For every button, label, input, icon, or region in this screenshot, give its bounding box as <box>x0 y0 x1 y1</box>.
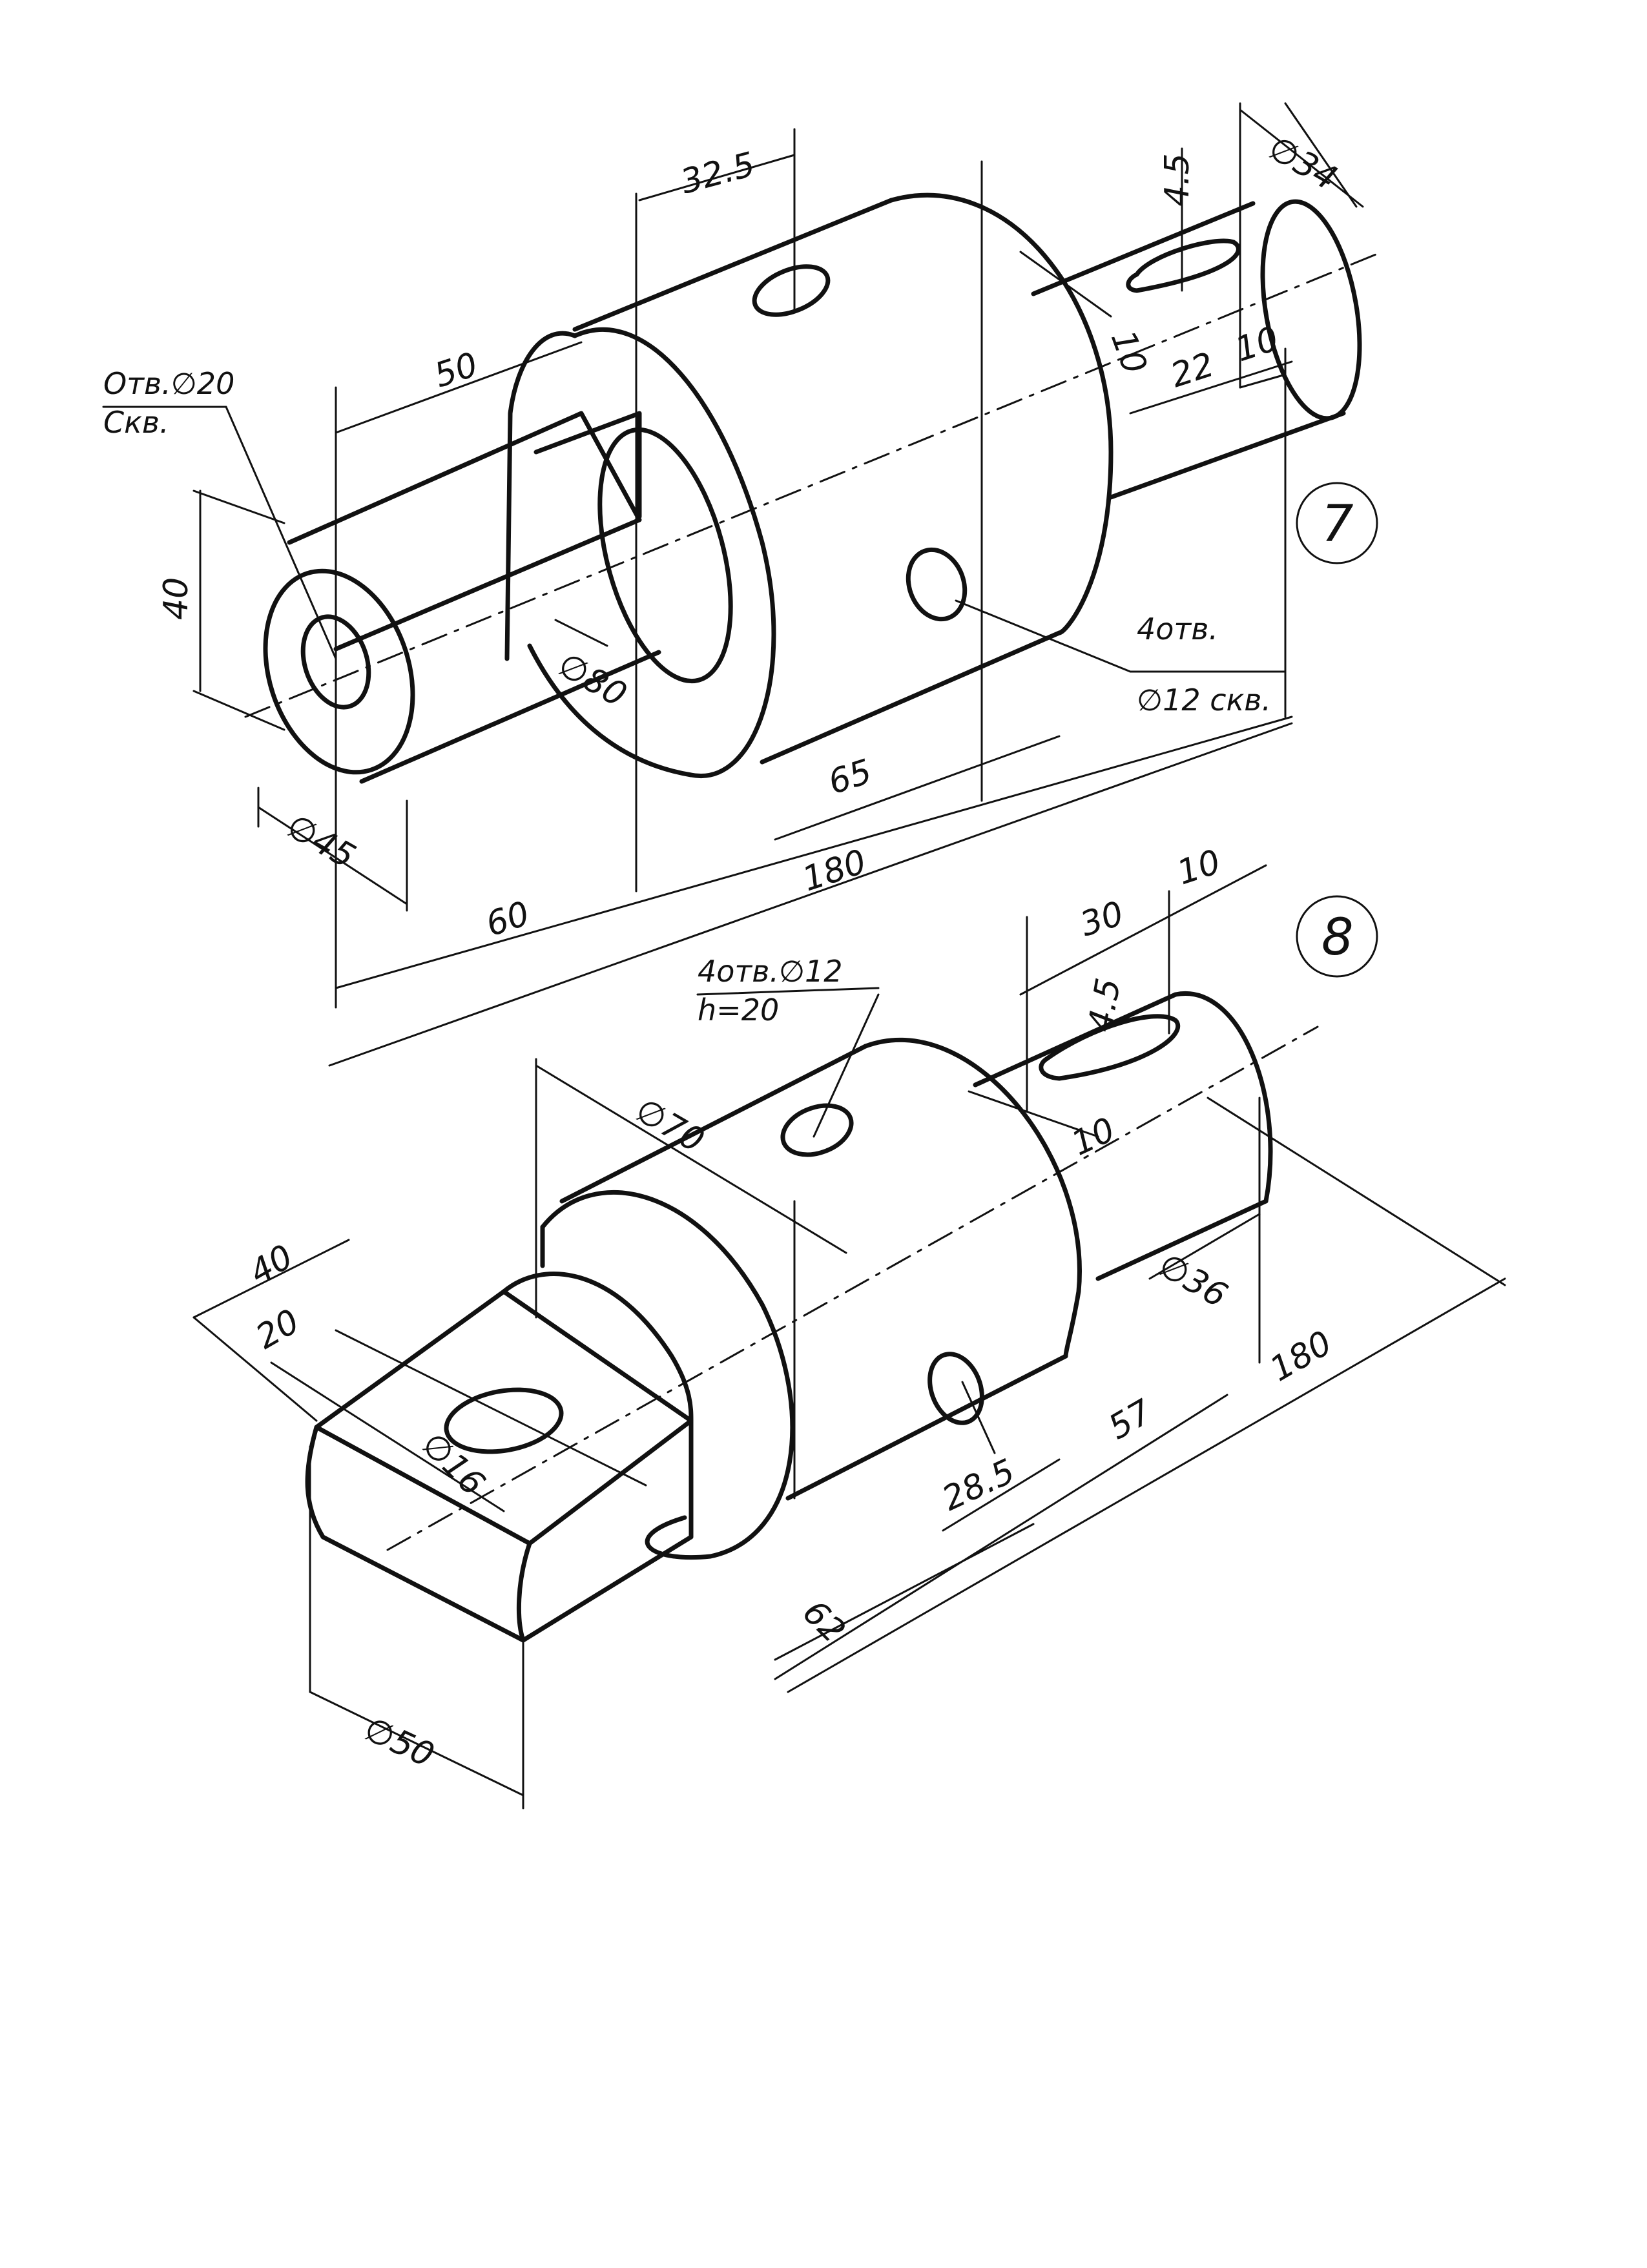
dim-34-7: ∅34 <box>1262 129 1344 198</box>
dim-20-8: 20 <box>250 1302 306 1357</box>
square-end-block-7 <box>263 411 661 784</box>
dim-60-7: 60 <box>481 894 533 945</box>
end-hole-7 <box>300 614 371 710</box>
hole-note-bottom-7: Скв. <box>103 405 169 440</box>
side-note-bottom-7: ∅12 скв. <box>1137 683 1271 717</box>
dim-40-8: 40 <box>243 1237 300 1292</box>
hole-note-top-7: Отв.∅20 <box>103 366 234 401</box>
flange-8 <box>540 1190 795 1560</box>
dim-16-8: ∅16 <box>414 1425 492 1503</box>
main-body-7 <box>572 192 1114 765</box>
drawing-number-circle-8 <box>1296 895 1378 978</box>
drawing-number-circle-7 <box>1296 482 1378 564</box>
dim-36-8: ∅36 <box>1152 1246 1234 1315</box>
radial-hole-top-8 <box>780 1103 854 1157</box>
dim-50-8: ∅50 <box>358 1709 440 1775</box>
drawing-7: 7 Отв.∅20 Скв. 4отв. ∅12 скв. ∅34 32.5 4… <box>102 102 1383 1067</box>
drawing-number-7: 7 <box>1321 495 1354 553</box>
radial-hole-side-8 <box>927 1352 984 1425</box>
side-note-top-7: 4отв. <box>1137 612 1218 646</box>
neck-8 <box>501 1272 694 1423</box>
dim-30-8: 30 <box>1075 894 1128 945</box>
end-hole-8 <box>444 1387 564 1454</box>
shaft-7 <box>1031 199 1362 500</box>
dim-180-7: 180 <box>798 843 871 900</box>
dim-57-8: 57 <box>1103 1392 1159 1447</box>
radial-hole-top-7 <box>752 264 831 317</box>
keyway-8 <box>1039 1014 1181 1081</box>
dim-4-5-7: 4.5 <box>1158 153 1197 207</box>
keyway-7 <box>1126 238 1241 293</box>
dim-32-5-7: 32.5 <box>677 145 759 202</box>
dim-4-5-8: 4.5 <box>1081 975 1128 1035</box>
dimension-lines-8 <box>192 864 1506 1809</box>
dim-40-7: 40 <box>157 577 196 620</box>
dim-10-8: 10 <box>1066 1110 1121 1163</box>
dim-65-7: 65 <box>824 752 876 803</box>
dim-50-7: 50 <box>430 345 482 396</box>
flange-7 <box>504 327 776 778</box>
dim-10top-8: 10 <box>1172 843 1225 893</box>
hole-note-top-8: 4отв.∅12 <box>698 954 843 989</box>
radial-hole-side-7 <box>906 547 968 622</box>
drawing-8: 8 4отв.∅12 h=20 30 10 4.5 ∅70 10 40 20 ∅… <box>192 843 1506 1809</box>
dim-62-8: 62 <box>795 1593 853 1651</box>
dim-10a-7: 10 <box>1103 325 1154 379</box>
dim-80-7: ∅80 <box>552 645 634 715</box>
dim-10b-7: 10 <box>1230 320 1283 370</box>
drawing-number-8: 8 <box>1321 909 1354 967</box>
main-body-8 <box>559 1037 1082 1501</box>
shaft-8 <box>973 991 1273 1281</box>
dim-70-8: ∅70 <box>629 1091 711 1160</box>
dimension-lines-7 <box>102 102 1364 1067</box>
hole-note-bottom-8: h=20 <box>698 993 779 1027</box>
dim-180-8: 180 <box>1264 1324 1339 1390</box>
